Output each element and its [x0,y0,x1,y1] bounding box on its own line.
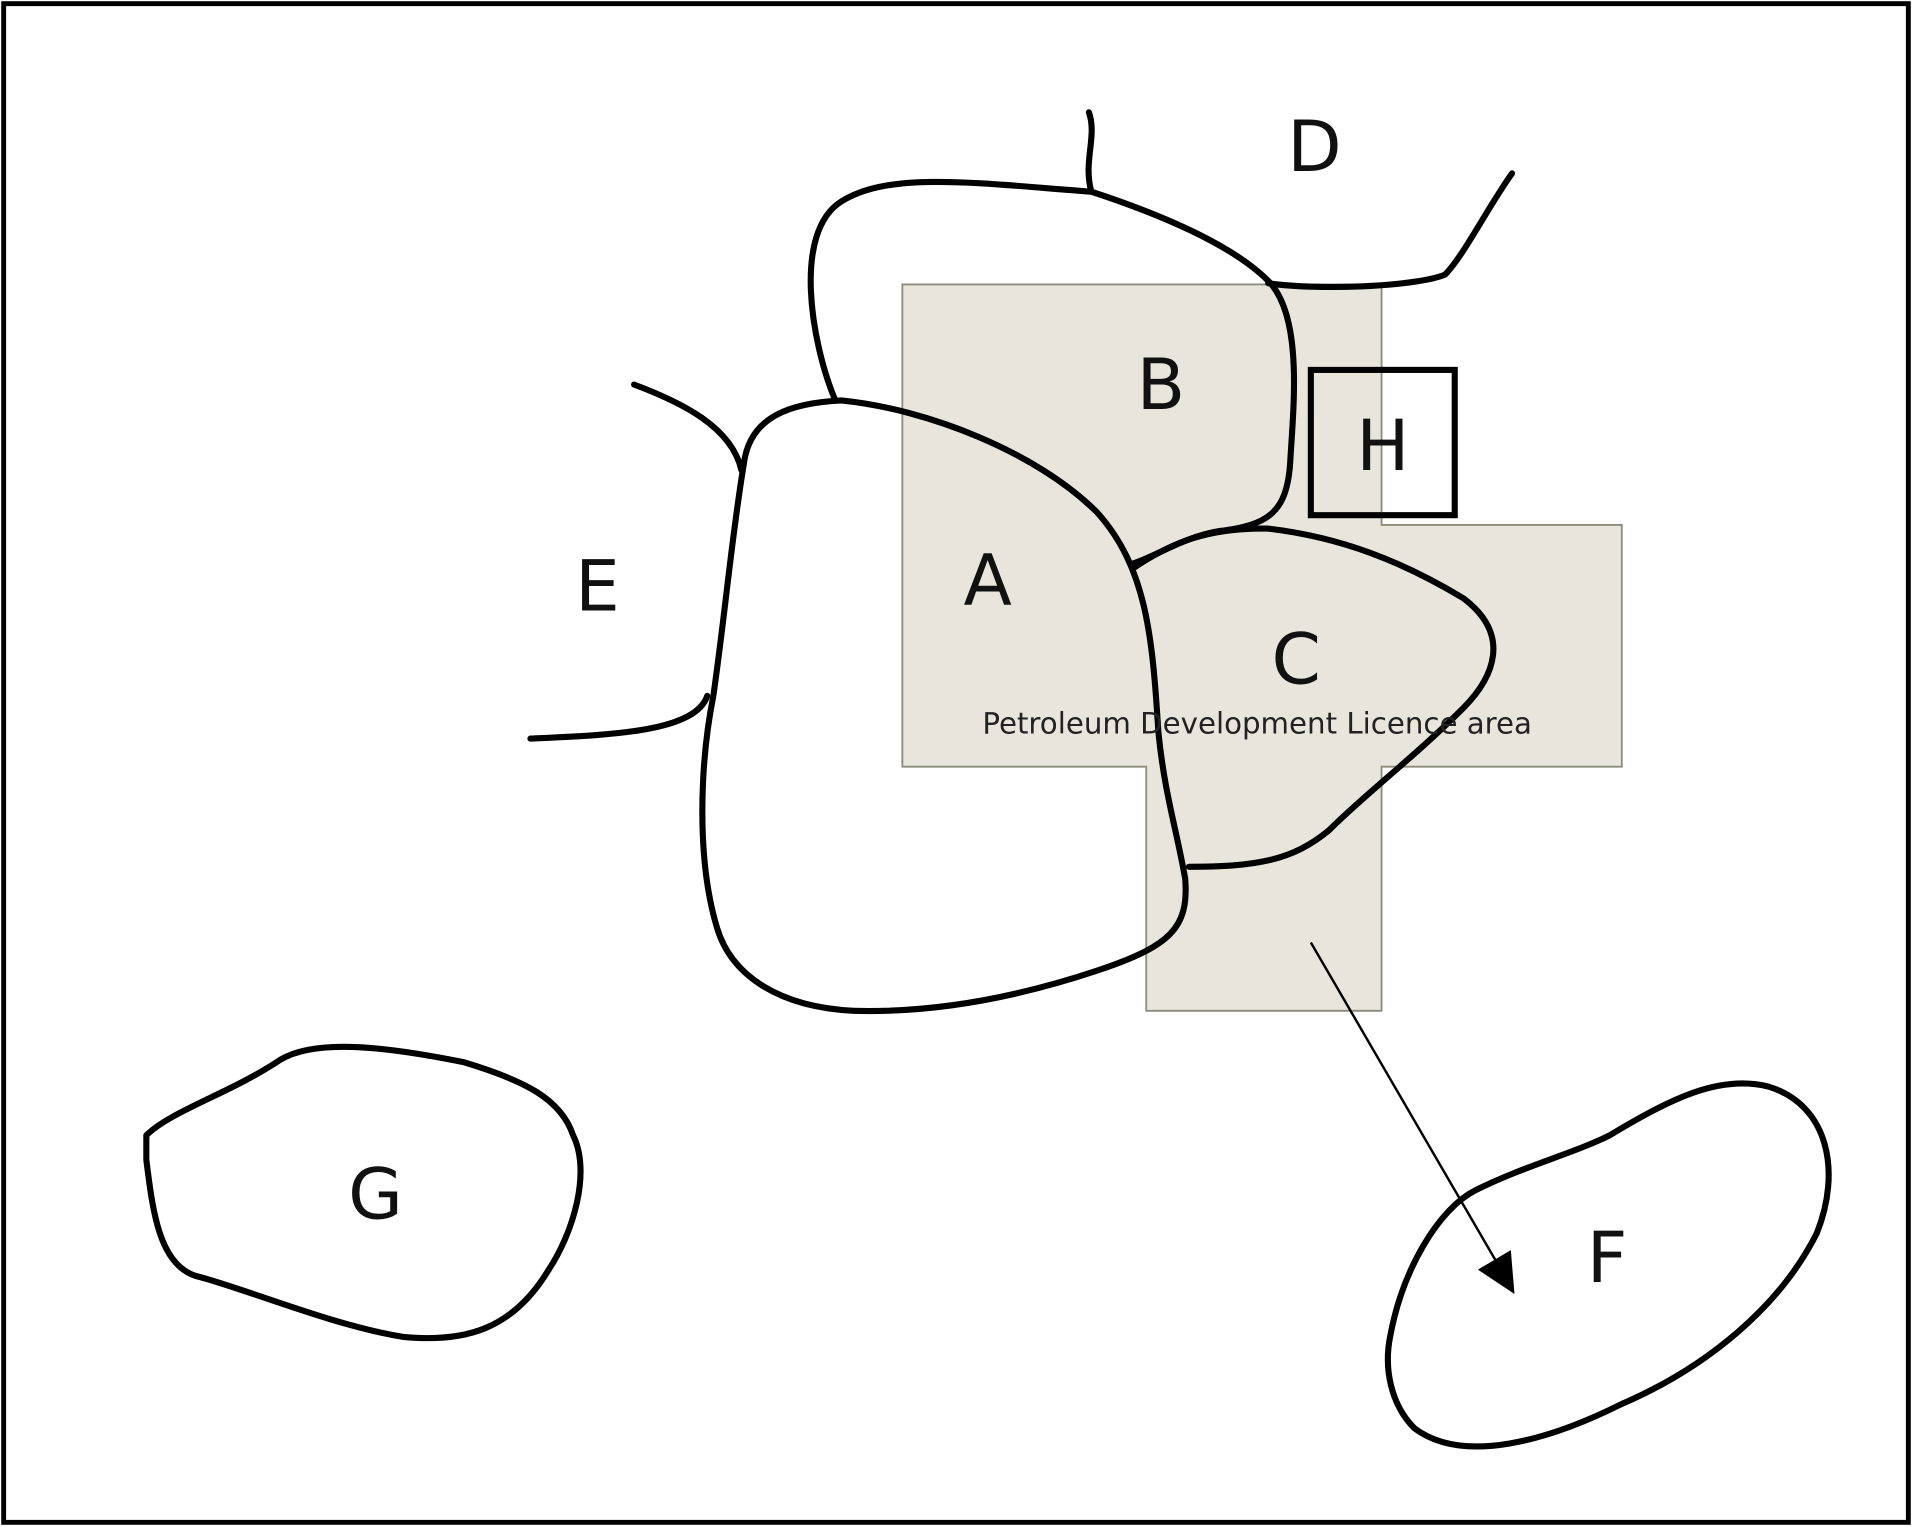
zone-c-boundary [1130,525,1497,870]
zone-b-boundary [807,178,1298,568]
zone-label-a: A [964,538,1012,621]
zone-f-boundary [1384,1080,1832,1450]
licence-area [901,283,1623,1012]
zone-label-h: H [1356,404,1409,487]
licence-area-label: Petroleum Development Licence area [982,707,1532,741]
zone-d-boundary-left [1085,109,1095,195]
zone-label-b: B [1137,343,1186,426]
zone-label-g: G [348,1152,403,1235]
zone-d-boundary-right [1265,170,1516,291]
zone-e-boundary-bottom [527,692,711,742]
zone-h-box [1307,366,1458,519]
zone-label-d: D [1287,105,1341,188]
zone-label-e: E [575,544,620,627]
arrowhead-icon [1477,1250,1515,1295]
flow-arrow-line [1309,941,1499,1265]
zone-label-f: F [1587,1216,1628,1299]
zone-e-boundary-top [631,381,745,474]
zone-a-boundary [699,397,1189,1015]
zone-label-c: C [1272,618,1321,701]
zone-g-boundary [143,1043,584,1342]
